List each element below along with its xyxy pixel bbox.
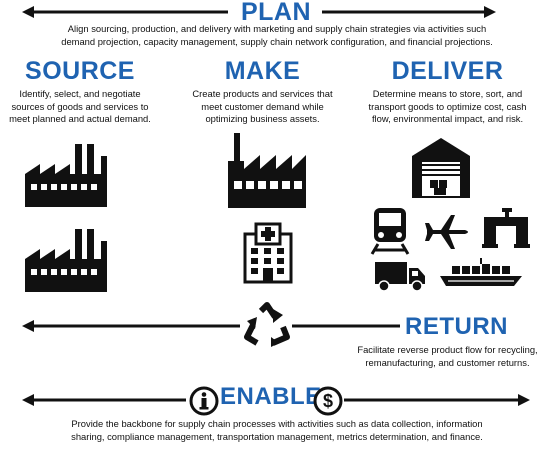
hospital-icon [243, 222, 293, 284]
make-description: Create products and services that meet c… [192, 88, 333, 125]
train-icon [370, 208, 410, 255]
return-title: RETURN [405, 313, 508, 340]
plan-arrow [22, 6, 496, 18]
airplane-icon [425, 215, 468, 249]
info-icon [189, 386, 219, 416]
factory-icon [25, 144, 107, 207]
factory-icon [228, 133, 306, 208]
dollar-icon: $ [313, 386, 343, 416]
deliver-description: Determine means to store, sort, and tran… [368, 88, 527, 125]
deliver-title: DELIVER [391, 57, 504, 85]
return-arrow [22, 320, 400, 332]
pipeline-icon [482, 208, 530, 248]
truck-icon [375, 262, 425, 292]
warehouse-icon [412, 138, 470, 198]
plan-title: PLAN [240, 0, 312, 26]
factory-icon [25, 229, 107, 292]
make-title: MAKE [224, 57, 301, 85]
enable-title: ENABLE [220, 383, 322, 410]
return-description: Facilitate reverse product flow for recy… [357, 344, 538, 368]
enable-arrow [22, 394, 530, 406]
svg-text:$: $ [323, 391, 333, 411]
enable-description: Provide the backbone for supply chain pr… [71, 418, 483, 442]
plan-description: Align sourcing, production, and delivery… [61, 23, 493, 47]
source-description: Identify, select, and negotiate sources … [9, 88, 151, 125]
cargo-ship-icon [440, 258, 522, 286]
recycle-icon [244, 302, 290, 347]
source-title: SOURCE [25, 57, 135, 85]
